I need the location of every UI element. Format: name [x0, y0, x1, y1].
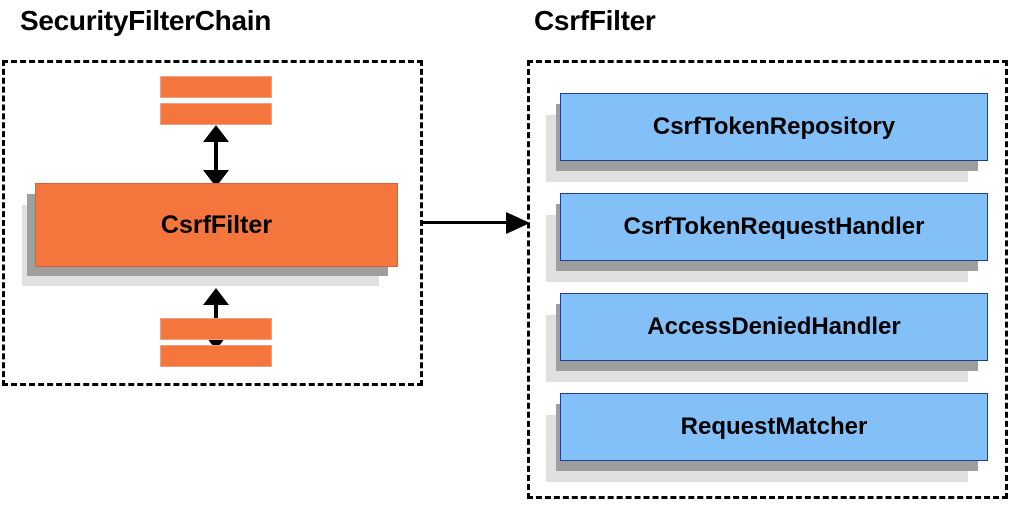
group-box-security-filter-chain: [2, 60, 423, 386]
page-title-security-filter-chain: SecurityFilterChain: [20, 5, 272, 36]
filter-bar-below-1: [160, 318, 272, 340]
connector-arrow-icon: [422, 212, 530, 234]
node-label: AccessDeniedHandler: [560, 293, 988, 361]
group-box-csrf-filter: [527, 60, 1008, 499]
node-label: CsrfTokenRepository: [560, 93, 988, 161]
filter-bar-above-2: [160, 103, 272, 125]
node-label-csrf-filter: CsrfFilter: [35, 183, 398, 267]
node-label: RequestMatcher: [560, 393, 988, 461]
filter-bar-below-2: [160, 345, 272, 367]
node-label: CsrfTokenRequestHandler: [560, 193, 988, 261]
node-csrf-filter[interactable]: CsrfFilter: [22, 183, 398, 286]
filter-bar-above-1: [160, 76, 272, 98]
node-request-matcher[interactable]: RequestMatcher: [546, 393, 988, 482]
node-csrf-token-request-handler[interactable]: CsrfTokenRequestHandler: [546, 193, 988, 282]
node-csrf-token-repository[interactable]: CsrfTokenRepository: [546, 93, 988, 182]
page-title-csrf-filter: CsrfFilter: [534, 5, 656, 36]
node-access-denied-handler[interactable]: AccessDeniedHandler: [546, 293, 988, 382]
double-arrow-above-icon: [203, 125, 229, 187]
